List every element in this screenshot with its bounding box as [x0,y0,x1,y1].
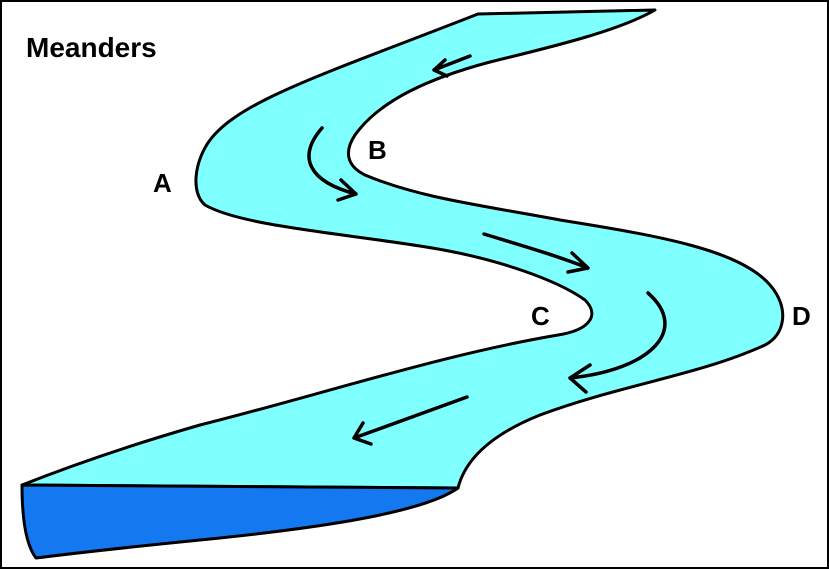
label-b: B [368,135,387,165]
sea-area [20,483,460,560]
flow-arrow-top [432,54,472,78]
label-c: C [531,301,550,331]
river-channel [20,8,785,490]
label-d: D [792,301,811,331]
flow-arrow-lower [352,395,469,446]
flow-arrow-middle [482,232,590,274]
flow-arrow-bend-d [568,291,667,394]
label-a: A [153,168,172,198]
flow-arrow-bend-b [307,126,358,202]
diagram-title: Meanders [26,32,157,63]
